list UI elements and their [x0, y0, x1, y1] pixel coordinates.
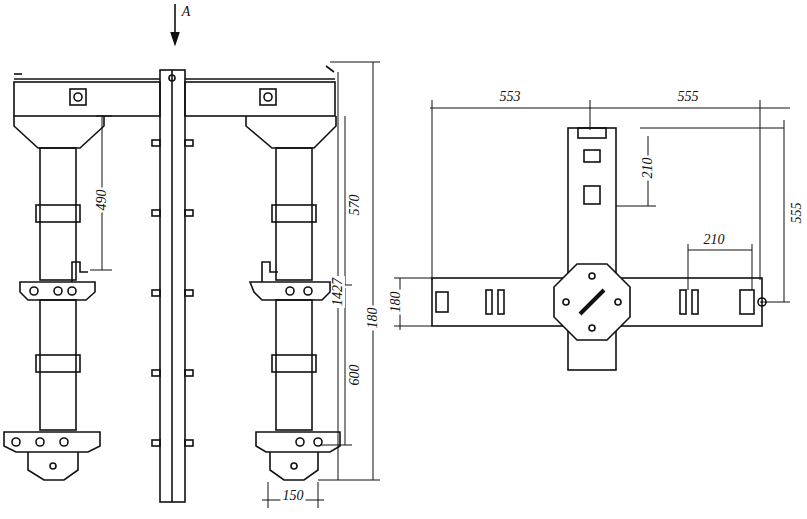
- dimension-label: A: [180, 5, 193, 19]
- dimension-label: 1427: [331, 276, 345, 308]
- dimension-label: 555: [790, 201, 804, 226]
- dimension-label: 570: [348, 193, 362, 218]
- dimension-label: 600: [348, 363, 362, 388]
- dimension-label: 490: [95, 188, 109, 213]
- dimension-label: 150: [281, 489, 306, 503]
- dimension-label: 180: [389, 290, 403, 315]
- dimension-label: 210: [641, 156, 655, 181]
- dimension-label: 553: [498, 90, 523, 104]
- dimension-label: 210: [702, 233, 727, 247]
- dimension-label: 180: [366, 306, 380, 331]
- dimension-label: 555: [676, 90, 701, 104]
